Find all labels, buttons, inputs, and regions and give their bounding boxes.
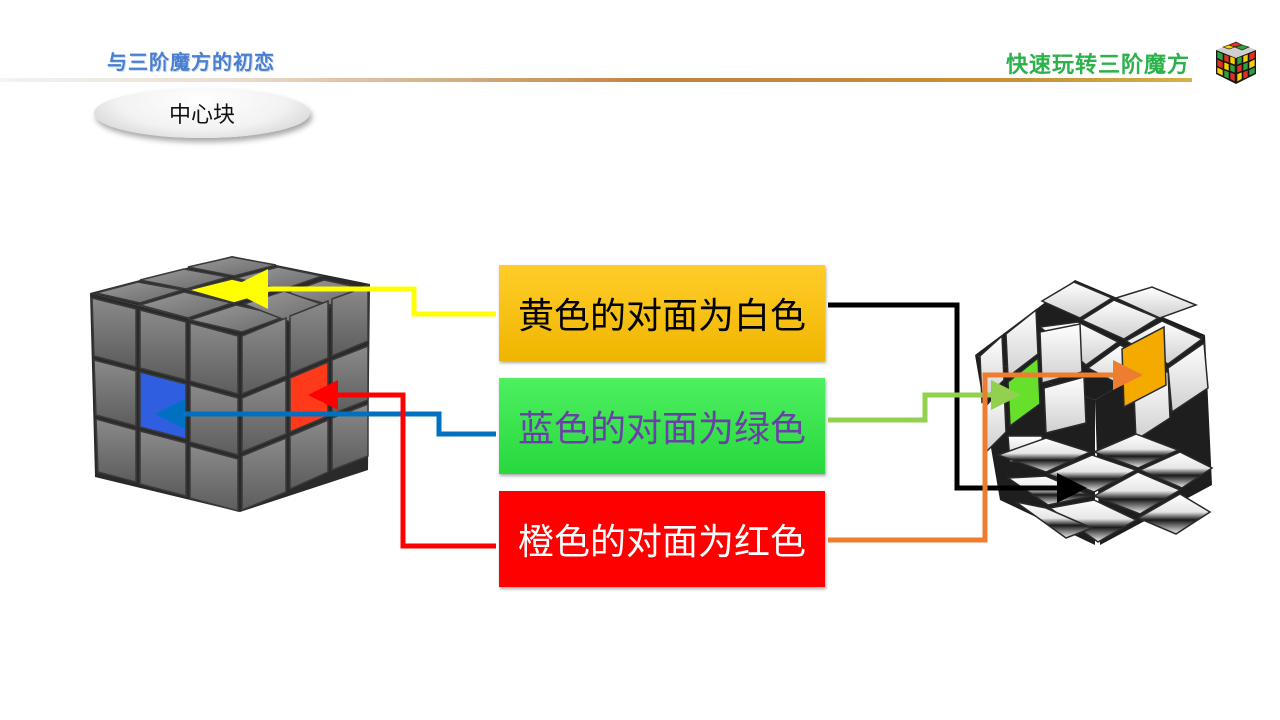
slide-header-title: 与三阶魔方的初恋 bbox=[107, 50, 275, 74]
green-opposite-arrow bbox=[828, 380, 1021, 423]
yellow-connector-line bbox=[228, 269, 496, 317]
brand-title: 快速玩转三阶魔方 bbox=[1005, 53, 1190, 78]
rubiks-cube-logo-icon bbox=[1216, 41, 1256, 84]
red-connector-arrow bbox=[308, 380, 496, 549]
blue-opposite-green-box: 蓝色的对面为绿色 bbox=[499, 378, 825, 474]
left-cube-blue-center bbox=[139, 371, 187, 440]
yellow-opposite-white-box: 黄色的对面为白色 bbox=[499, 265, 825, 361]
section-label-pill: 中心块 bbox=[94, 88, 310, 138]
right-cube-icon bbox=[975, 280, 1214, 545]
section-label: 中心块 bbox=[168, 103, 235, 128]
blue-connector-arrow bbox=[155, 399, 496, 437]
red-opposite-arrow bbox=[828, 360, 1143, 543]
header-divider bbox=[0, 78, 1192, 82]
blue-opposite-green-text: 蓝色的对面为绿色 bbox=[517, 409, 806, 450]
left-cube-icon bbox=[90, 256, 370, 512]
orange-opposite-red-box: 橙色的对面为红色 bbox=[499, 491, 825, 587]
yellow-opposite-white-text: 黄色的对面为白色 bbox=[517, 296, 806, 337]
orange-opposite-red-text: 橙色的对面为红色 bbox=[517, 522, 806, 563]
